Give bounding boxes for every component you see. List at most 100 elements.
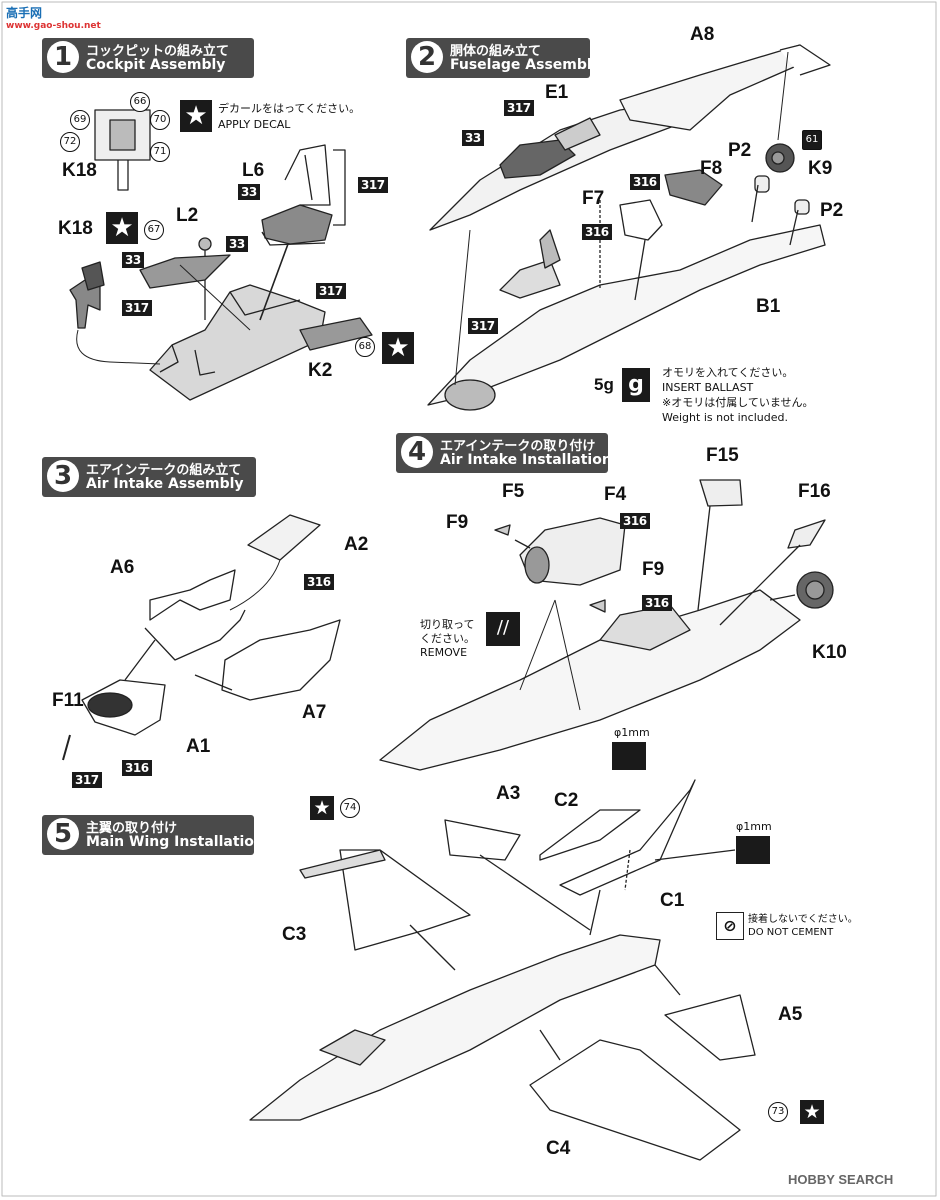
- intake-installation-drawing: [379, 479, 834, 771]
- part-label: F9: [642, 559, 665, 580]
- ballast-note-jp: ※オモリは付属していません。: [662, 396, 814, 409]
- decal-number: 66: [130, 92, 150, 112]
- no-cement-en: DO NOT CEMENT: [748, 927, 834, 938]
- part-label: K2: [308, 360, 333, 381]
- decal-number: 69: [70, 110, 90, 130]
- part-label: F9: [446, 512, 469, 533]
- remove-jp-2: ください。: [420, 632, 475, 645]
- step-1-header: 1 コックピットの組み立て Cockpit Assembly: [42, 38, 254, 78]
- no-cement-icon: ⊘: [716, 912, 744, 940]
- part-label: A6: [110, 557, 135, 578]
- step-title-en: Fuselage Assembly: [450, 57, 601, 73]
- color-code: 316: [620, 513, 650, 529]
- step-3-header: 3 エアインテークの組み立て Air Intake Assembly: [42, 457, 256, 497]
- drill-icon: [612, 742, 646, 770]
- color-code: 316: [582, 224, 612, 240]
- part-label: F15: [706, 445, 739, 466]
- logo-url: www.gao-shou.net: [6, 21, 101, 31]
- step-number: 5: [47, 818, 79, 850]
- part-label: K18: [58, 218, 93, 239]
- main-wing-drawing: [249, 779, 756, 1161]
- part-label: C4: [546, 1138, 571, 1159]
- ballast-weight: 5g: [594, 375, 614, 394]
- part-label: C2: [554, 790, 579, 811]
- decal-number: 73: [768, 1102, 788, 1122]
- decal-number: 70: [150, 110, 170, 130]
- step-title-en: Air Intake Installation: [440, 452, 612, 468]
- step-2-header: 2 胴体の組み立て Fuselage Assembly: [406, 38, 601, 78]
- color-code: 33: [238, 184, 260, 200]
- color-code: 316: [642, 595, 672, 611]
- star-icon: ★: [106, 212, 138, 244]
- site-logo: 高手网 www.gao-shou.net: [6, 4, 101, 31]
- logo-main: 高手网: [6, 6, 43, 20]
- step-title-jp: エアインテークの取り付け: [440, 439, 596, 454]
- drill-icon: [736, 836, 770, 864]
- step-title-jp: コックピットの組み立て: [86, 44, 230, 59]
- ballast-note-en: Weight is not included.: [662, 411, 788, 424]
- hobbysearch-watermark: HOBBY SEARCH: [788, 1172, 894, 1187]
- part-label: A5: [778, 1004, 803, 1025]
- step-title-en: Air Intake Assembly: [86, 476, 244, 492]
- color-code: 317: [468, 318, 498, 334]
- star-icon: ★: [180, 100, 212, 132]
- part-label: C1: [660, 890, 685, 911]
- color-code: 33: [226, 236, 248, 252]
- step-title-en: Cockpit Assembly: [86, 57, 226, 73]
- part-label: P2: [820, 200, 844, 221]
- apply-decal-jp: デカールをはってください。: [218, 102, 361, 115]
- part-label: C3: [282, 924, 307, 945]
- step-title-en: Main Wing Installation: [86, 834, 264, 850]
- step-number: 4: [401, 436, 433, 468]
- apply-decal-en: APPLY DECAL: [218, 118, 291, 131]
- no-cement-jp: 接着しないでください。: [748, 914, 858, 925]
- part-label: F11: [52, 690, 84, 711]
- decal-number: 71: [150, 142, 170, 162]
- part-label: E1: [545, 82, 569, 103]
- part-label: L6: [242, 160, 265, 181]
- color-code: 316: [630, 174, 660, 190]
- color-code: 317: [316, 283, 346, 299]
- part-label: A2: [344, 534, 369, 555]
- step-4-header: 4 エアインテークの取り付け Air Intake Installation: [396, 433, 612, 473]
- ballast-jp: オモリを入れてください。: [662, 366, 794, 379]
- decal-number: 67: [144, 220, 164, 240]
- part-label: L2: [176, 205, 199, 226]
- ballast-weight-icon: g: [622, 368, 650, 402]
- decal-number: 61: [802, 130, 822, 150]
- fuselage-drawing: [427, 44, 831, 411]
- part-label: F4: [604, 484, 627, 505]
- part-label: B1: [756, 296, 781, 317]
- color-code: 316: [122, 760, 152, 776]
- part-label: A8: [690, 24, 715, 45]
- part-label: F7: [582, 188, 605, 209]
- remove-cut-icon: //: [486, 612, 520, 646]
- decal-number: 74: [340, 798, 360, 818]
- decal-number: 68: [355, 337, 375, 357]
- step-title-jp: エアインテークの組み立て: [86, 463, 242, 478]
- decal-number: 72: [60, 132, 80, 152]
- remove-en: REMOVE: [420, 646, 468, 659]
- star-icon: ★: [382, 332, 414, 364]
- part-label: K9: [808, 158, 833, 179]
- cockpit-tub-drawing: [69, 109, 373, 401]
- step-number: 3: [47, 460, 79, 492]
- part-label: K18: [62, 160, 97, 181]
- color-code: 317: [358, 177, 388, 193]
- part-label: K10: [812, 642, 847, 663]
- air-intake-drawing: [62, 514, 341, 761]
- color-code: 33: [462, 130, 484, 146]
- star-icon: ★: [310, 796, 334, 820]
- part-label: A3: [496, 783, 521, 804]
- part-label: F16: [798, 481, 831, 502]
- color-code: 33: [122, 252, 144, 268]
- step-number: 1: [47, 41, 79, 73]
- color-code: 317: [72, 772, 102, 788]
- step-title-jp: 胴体の組み立て: [450, 44, 542, 59]
- part-label: P2: [728, 140, 752, 161]
- part-label: F5: [502, 481, 525, 502]
- star-icon: ★: [800, 1100, 824, 1124]
- step-title-jp: 主翼の取り付け: [86, 821, 178, 836]
- step-number: 2: [411, 41, 443, 73]
